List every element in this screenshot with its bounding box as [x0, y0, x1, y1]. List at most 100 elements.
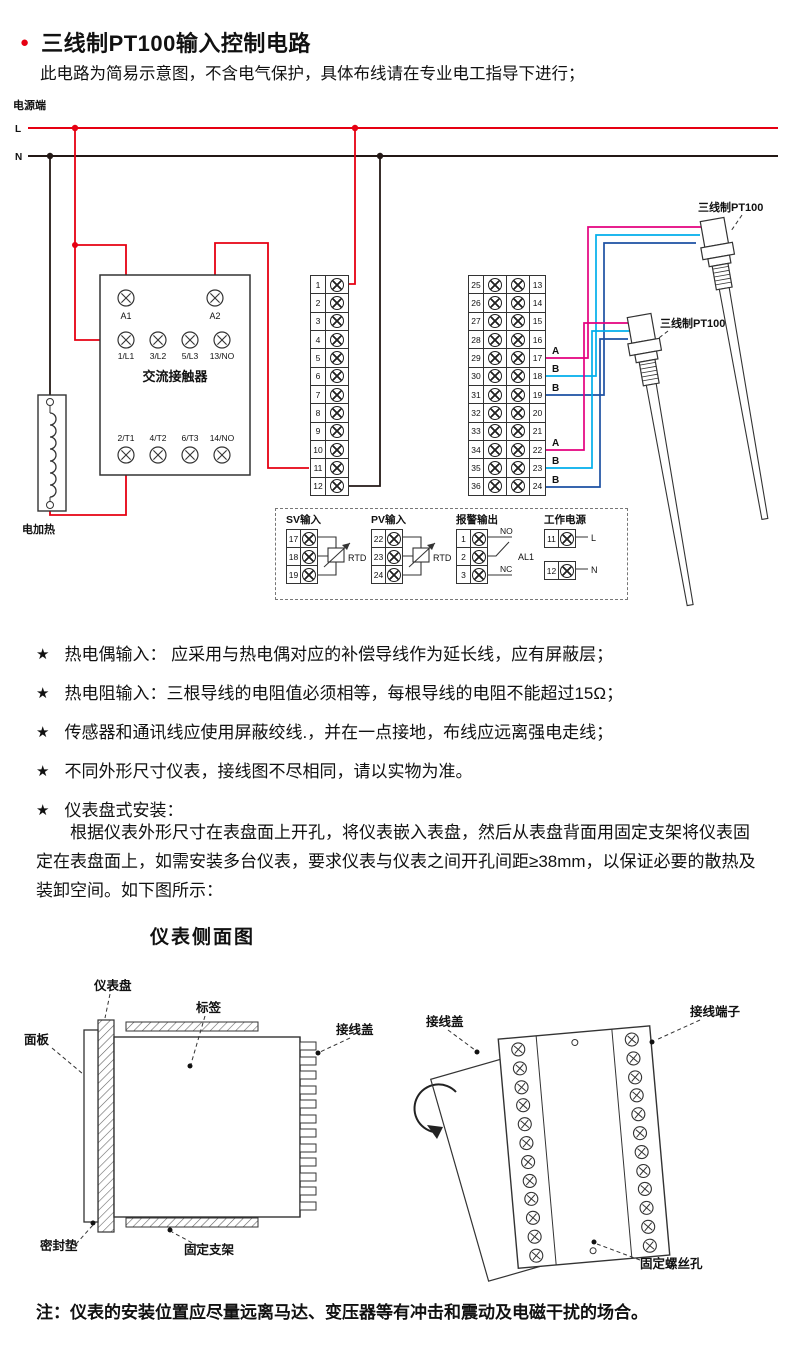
terminal-number: 10 [311, 440, 326, 459]
screw-holes-label: 固定螺丝孔 [640, 1256, 703, 1271]
terminal-number: 17 [530, 349, 545, 367]
sensor1-label: 三线制PT100 [698, 200, 763, 214]
screw-terminal-icon [326, 440, 348, 459]
terminal-number: 16 [530, 330, 545, 349]
leader-dot [591, 1239, 597, 1245]
panel-board-label: 仪表盘 [93, 978, 132, 993]
footer-note: 注：仪表的安装位置应尽量远离马达、变压器等有冲击和震动及电磁干扰的场合。 [36, 1303, 648, 1322]
screw-terminal-icon [507, 385, 530, 404]
screw-terminal-icon [326, 459, 348, 477]
terminal-row: 2 [311, 294, 348, 313]
sensor2-wire-a [546, 322, 634, 451]
terminal-number: 35 [469, 459, 484, 477]
terminal-number: 12 [311, 477, 326, 495]
wiring-cover-left-label: 接线盖 [336, 1022, 374, 1037]
leader-dot [474, 1049, 480, 1055]
terminal-number: 19 [286, 565, 301, 584]
leader-dot [90, 1220, 96, 1226]
terminal-number: 11 [311, 459, 326, 477]
page-subtitle: 此电路为简易示意图，不含电气保护，具体布线请在专业电工指导下进行； [40, 65, 585, 83]
alarm-contact-symbol: NO NC AL1 [487, 526, 534, 576]
terminal-row: 30 18 [469, 367, 545, 386]
no-label: NO [500, 526, 513, 536]
terminal-row: 5 [311, 349, 348, 368]
terminal-row: 27 15 [469, 312, 545, 331]
rail-n-label: N [15, 152, 22, 163]
terminal-label: 3/L2 [150, 351, 167, 361]
terminal-row: 32 20 [469, 404, 545, 423]
terminal-row: 9 [311, 422, 348, 441]
red-bullet-icon: ● [20, 33, 30, 51]
terminal-row: 10 [311, 440, 348, 460]
terminal-row: 12 [311, 477, 348, 495]
note-item: ★ 热电阻输入：三根导线的电阻值必须相等，每根导线的电阻不能超过15Ω； [36, 681, 768, 707]
rail-l-label: L [15, 124, 21, 135]
seal-label: 密封垫 [39, 1238, 78, 1253]
terminal-row: 8 [311, 404, 348, 423]
wire-tag: A [552, 438, 559, 449]
wiring-diagram-svg: 电源端 L N A1 [13, 98, 778, 607]
page-header: ● 三线制PT100输入控制电路 [20, 26, 311, 58]
screw-terminal-icon [326, 312, 348, 330]
coil-a2-label: A2 [209, 311, 220, 321]
screw-terminal-icon [559, 561, 576, 580]
screw-terminal-icon [507, 459, 530, 477]
wire-l-to-terminal1 [347, 128, 356, 285]
rotate-arrow-head [427, 1125, 443, 1139]
right-terminal-strip: 25 13 26 14 27 15 28 16 29 [468, 275, 546, 496]
leader-line [104, 993, 111, 1019]
ac-contactor: A1 A2 1/L1 3/L2 5/L3 13/NO 交流接触器 2/T1 4/… [99, 274, 251, 476]
screw-terminal-icon [484, 349, 507, 367]
note-text: 不同外形尺寸仪表，接线图不尽相同，请以实物为准。 [64, 762, 473, 781]
pv-rtd-symbol: RTD [402, 536, 452, 576]
wire-tag: B [552, 456, 559, 467]
terminal-label: 14/NO [210, 433, 235, 443]
screw-terminal-icon [213, 446, 231, 464]
terminal-row: 7 [311, 385, 348, 405]
terminal-row: 11 [311, 459, 348, 478]
wiring-cover-right-label: 接线盖 [426, 1014, 464, 1029]
wiring-diagram: 电源端 L N A1 [0, 95, 790, 630]
terminal-number: 5 [311, 349, 326, 367]
page-title: 三线制PT100输入控制电路 [41, 31, 311, 56]
note-item: ★ 热电偶输入： 应采用与热电偶对应的补偿导线作为延长线，应有屏蔽层； [36, 642, 768, 668]
terminal-row: 34 22 [469, 440, 545, 460]
terminal-number: 6 [311, 367, 326, 385]
wire-a2-to-terminal11 [214, 242, 309, 469]
terminal-number: 22 [371, 529, 386, 548]
terminal-label: 6/T3 [181, 433, 198, 443]
io-terminal-row: 11 [544, 529, 586, 548]
contactor-name: 交流接触器 [142, 369, 208, 384]
terminal-number: 17 [286, 529, 301, 548]
star-bullet-icon: ★ [36, 724, 50, 741]
screw-terminal-icon [507, 367, 530, 385]
wire-tag: B [552, 475, 559, 486]
terminal-row: 26 14 [469, 294, 545, 313]
terminal-label: 1/L1 [118, 351, 135, 361]
power-l-label: L [591, 533, 596, 543]
bracket-label: 固定支架 [184, 1242, 235, 1257]
terminal-number: 18 [286, 547, 301, 566]
screw-terminal-icon [484, 367, 507, 385]
screw-terminal-icon [326, 422, 348, 440]
screw-terminal-icon [301, 529, 318, 548]
screw-terminal-icon [117, 331, 135, 349]
terminal-number: 23 [530, 459, 545, 477]
power-n-label: N [591, 565, 598, 575]
note-item: ★ 仪表盘式安装： [36, 798, 768, 824]
screw-terminal-icon [326, 385, 348, 404]
io-callout-panel: SV输入 17 18 19 PV输入 [275, 508, 628, 600]
sensor1-wire-a [546, 226, 704, 359]
screw-terminal-icon [484, 312, 507, 330]
screw-terminal-icon [206, 289, 224, 307]
terminal-number: 9 [311, 422, 326, 440]
terminal-number: 2 [311, 294, 326, 312]
group-title: 工作电源 [544, 514, 586, 526]
note-text: 传感器和通讯线应使用屏蔽绞线.，并在一点接地，布线应远离强电走线； [64, 723, 614, 742]
terminal-number: 23 [371, 547, 386, 566]
sensor2-wire-b1 [546, 330, 631, 469]
leader-dot [649, 1039, 655, 1045]
terminal-number: 21 [530, 422, 545, 440]
screw-terminal-icon [484, 294, 507, 312]
terminal-number: 3 [456, 565, 471, 584]
